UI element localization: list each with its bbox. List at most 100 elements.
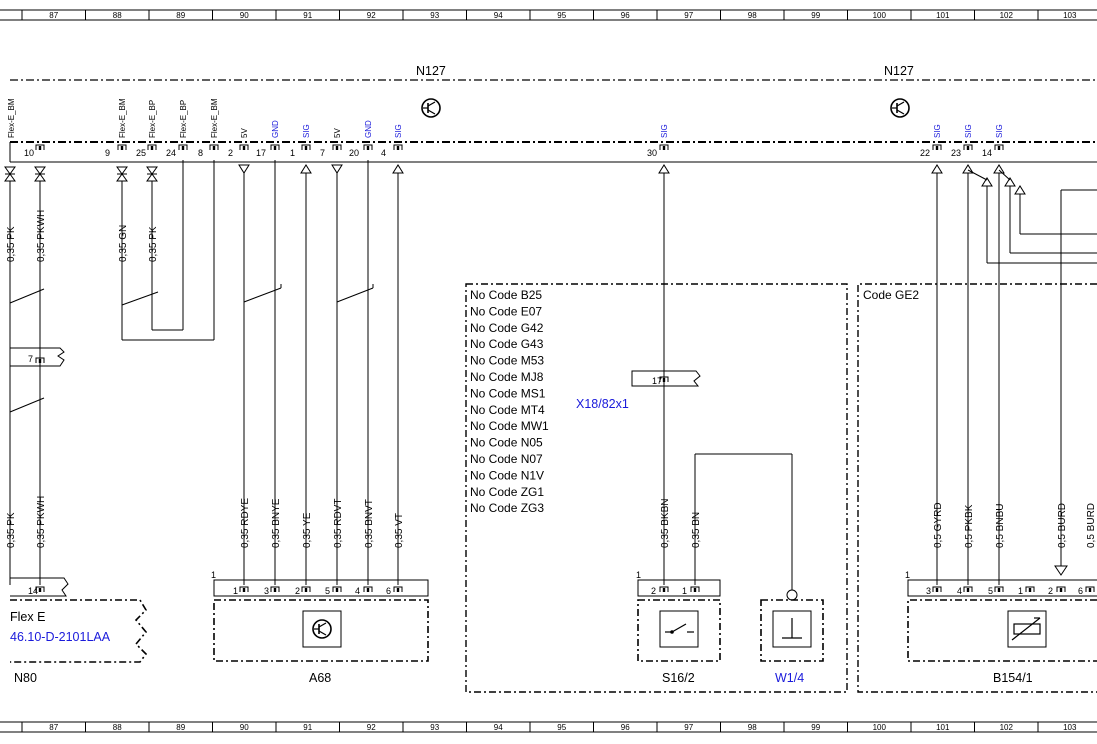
signal-label: Flex-E_BM: [118, 98, 127, 138]
wire-label: 0,35 BN: [691, 512, 702, 548]
x18-connector-link[interactable]: X18/82x1: [576, 397, 629, 411]
s16-label: S16/2: [662, 671, 695, 685]
no-code-item: No Code N07: [470, 452, 543, 466]
pin-number: 3: [926, 586, 931, 596]
pin-number: 1: [290, 148, 295, 158]
pin-number: 17: [652, 376, 662, 386]
signal-label: SIG: [995, 124, 1004, 138]
transistor-icon: [890, 98, 910, 118]
grid-number: 93: [430, 11, 439, 20]
grid-number: 103: [1063, 723, 1077, 732]
grid-number: 97: [684, 11, 693, 20]
pin-number: 2: [1048, 586, 1053, 596]
signal-label: Flex-E_BP: [179, 100, 188, 138]
pin-number: 14: [982, 148, 992, 158]
grid-number: 97: [684, 723, 693, 732]
grid-number: 88: [113, 11, 122, 20]
grid-number: 89: [176, 11, 185, 20]
pin-number: 7: [28, 354, 33, 364]
flex-e-label: Flex E: [10, 610, 45, 624]
wire-label: 0,35 PKWH: [36, 210, 47, 262]
grid-number: 101: [936, 11, 950, 20]
grid-number: 88: [113, 723, 122, 732]
w14-ground: W1/4: [760, 599, 824, 685]
pin-number: 1: [1018, 586, 1023, 596]
grid-number: 100: [873, 723, 887, 732]
pin-number: 4: [381, 148, 386, 158]
pin-one-marker: 1: [211, 570, 216, 580]
grid-number: 98: [748, 11, 757, 20]
signal-label: GND: [364, 120, 373, 138]
grid-number: 96: [621, 11, 630, 20]
switch-icon: [665, 623, 694, 634]
w14-link[interactable]: W1/4: [775, 671, 804, 685]
wire-label: 0,35 RDVT: [333, 499, 344, 548]
pin-number: 30: [647, 148, 657, 158]
wire-label: 0,35 GN: [118, 225, 129, 262]
top-pins-a68: 2 17 1 7 20 4 5V GND SIG 5V GND SIG: [228, 120, 403, 158]
n80-connector: 14 Flex E 46.10-D-2101LAA N80: [10, 577, 148, 685]
pin-number: 5: [325, 586, 330, 596]
wire-label: 0,35 RDYE: [240, 498, 251, 548]
wire-label: 0,35 PK: [148, 226, 159, 262]
no-code-item: No Code MS1: [470, 386, 546, 400]
wire-label: 0,5 PKBK: [964, 504, 975, 548]
grid-number: 100: [873, 11, 887, 20]
grid-number: 95: [557, 11, 566, 20]
b154-module: 1 3 4 5 1 2 6 B154/1: [905, 570, 1097, 685]
ground-icon: [782, 618, 802, 639]
no-code-item: No Code B25: [470, 288, 542, 302]
top-pins-right: 30 SIG 22 23 14 SIG SIG SIG: [647, 124, 1004, 158]
grid-number: 102: [1000, 11, 1014, 20]
grid-number: 87: [49, 11, 58, 20]
wire-label: 0,35 PK: [6, 226, 17, 262]
pin-number: 8: [198, 148, 203, 158]
pin-number: 25: [136, 148, 146, 158]
pin-number: 4: [957, 586, 962, 596]
wire-label: 0,35 PKWH: [36, 496, 47, 548]
grid-number: 101: [936, 723, 950, 732]
doc-reference-link[interactable]: 46.10-D-2101LAA: [10, 630, 111, 644]
wires-b154: [931, 164, 1097, 585]
grid-number: 93: [430, 723, 439, 732]
top-pins-left: 10 9 25 24 8 Flex-E_BM Flex-E_BM Flex-E_…: [7, 98, 219, 162]
grid-number: 102: [1000, 723, 1014, 732]
code-ge2-box: Code GE2: [857, 283, 1097, 693]
signal-label: 5V: [240, 128, 249, 138]
wire-label: 0,5 BURD: [1057, 503, 1068, 548]
pin-number: 20: [349, 148, 359, 158]
code-ge2-label: Code GE2: [863, 288, 919, 302]
grid-number: 96: [621, 723, 630, 732]
signal-label: GND: [271, 120, 280, 138]
pin-number: 9: [105, 148, 110, 158]
wire-label: 0,35 BKBN: [660, 499, 671, 548]
wire-label: 0,35 PK: [6, 512, 17, 548]
no-code-item: No Code ZG3: [470, 501, 544, 515]
no-code-item: No Code M53: [470, 354, 544, 368]
a68-label: A68: [309, 671, 331, 685]
pin-number: 23: [951, 148, 961, 158]
b154-label: B154/1: [993, 671, 1033, 685]
pin-number: 10: [24, 148, 34, 158]
pin-number: 14: [28, 586, 38, 596]
pin-number: 1: [233, 586, 238, 596]
wires-a68: [238, 160, 404, 585]
wires-left: [4, 160, 215, 585]
pin-number: 1: [682, 586, 687, 596]
pin-number: 17: [256, 148, 266, 158]
signal-label: Flex-E_BP: [148, 100, 157, 138]
pin-number: 4: [355, 586, 360, 596]
no-code-item: No Code MW1: [470, 419, 549, 433]
grid-number: 103: [1063, 11, 1077, 20]
transistor-icon: [421, 98, 441, 118]
grid-number: 94: [494, 11, 503, 20]
wire-label: 0,35 BNVT: [364, 499, 375, 548]
pin-number: 22: [920, 148, 930, 158]
pin-number: 6: [1078, 586, 1083, 596]
wire-label: 0,5 BURD: [1086, 503, 1097, 548]
grid-number: 87: [49, 723, 58, 732]
grid-number: 91: [303, 11, 312, 20]
signal-label: SIG: [302, 124, 311, 138]
